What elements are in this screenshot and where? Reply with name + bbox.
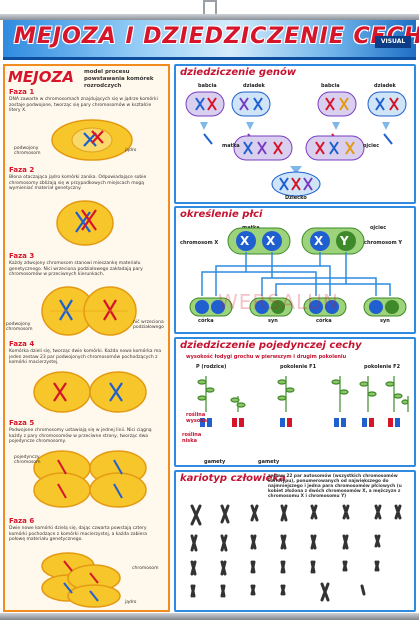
- phase-1-title: Faza 1: [9, 88, 35, 96]
- gametes-label-2: gamety: [258, 459, 280, 465]
- daughter-2-label: córka: [316, 318, 332, 324]
- watermark: WERSALUN: [218, 290, 339, 314]
- brand-logo: VISUAL: [375, 36, 411, 48]
- phase-2-title: Faza 2: [9, 166, 35, 174]
- phase-2-text: Błona otaczająca jądro komórki zanika. O…: [9, 175, 147, 192]
- chromosome-y-label: chromosom Y: [364, 240, 403, 246]
- phase-2-cell-illustration: [56, 200, 114, 246]
- generation-f2-label: pokolenie F2: [364, 364, 401, 370]
- generation-f1-label: pokolenie F1: [280, 364, 317, 370]
- bottom-rail: [0, 613, 419, 620]
- phase-4-title: Faza 4: [9, 340, 35, 348]
- phase-5-title: Faza 5: [9, 419, 35, 427]
- phase-6-title: Faza 6: [9, 517, 35, 525]
- poster-title: MEJOZA I DZIEDZICZENIE CECH: [14, 24, 419, 49]
- svg-text:X: X: [266, 234, 276, 248]
- phase-3-title: Faza 3: [9, 252, 35, 260]
- header-banner: [3, 20, 416, 60]
- meiosis-heading: MEJOZA: [8, 68, 74, 86]
- label-chromosome: chromosom: [132, 566, 159, 571]
- phase-4-text: Komórka dzieli się, tworząc dwie komórki…: [9, 349, 162, 366]
- svg-text:Y: Y: [339, 234, 349, 248]
- hanger-icon: [203, 0, 217, 16]
- label-nucleus: jądro: [125, 148, 137, 153]
- parents-label: P (rodzice): [196, 364, 227, 370]
- label-nucleus-2: jądro: [125, 600, 137, 605]
- sex-diagram: X X X Y: [189, 227, 407, 317]
- label-doubled-chromosome: podwojony chromosom: [14, 146, 41, 156]
- grandma-1-label: babcia: [198, 83, 217, 89]
- pea-plants-illustration: [197, 376, 409, 427]
- phase-5-text: Podwojone chromosomy ustawiają się w jed…: [9, 428, 152, 445]
- sex-father-label: ojciec: [370, 225, 387, 231]
- tall-plant-label: roślina wysoka: [186, 412, 207, 424]
- chromosome-x-label: chromosom X: [180, 240, 219, 246]
- karyotype-description: zestaw 22 par autosomów (wszystkich chro…: [268, 474, 402, 499]
- phase-6-text: Dwie nowe komórki dzielą się, dając czwa…: [9, 526, 148, 543]
- sex-title: określenie płci: [180, 209, 263, 220]
- short-plant-label: roślina niska: [182, 432, 202, 444]
- svg-text:X: X: [240, 234, 250, 248]
- single-trait-subtitle: wysokość łodygi grochu w pierwszym i dru…: [186, 354, 347, 360]
- phase-1-text: DNA zawarte w chromosomach znajdujących …: [9, 97, 158, 114]
- phase-5-cell-illustration: [33, 450, 147, 508]
- phase-6-cell-illustration: [41, 552, 121, 608]
- label-spindle-fiber: nić wrzeciona podziałowego: [133, 320, 164, 330]
- mother-label: matka: [222, 143, 240, 149]
- karyotype-chromosomes: [190, 504, 402, 602]
- grandma-2-label: babcia: [321, 83, 340, 89]
- child-label: Dziecko: [285, 195, 307, 201]
- karyotype-section: [174, 470, 416, 612]
- son-2-label: syn: [380, 318, 390, 324]
- phase-3-text: Każdy zdwojony chromosom stanowi mieszan…: [9, 261, 143, 278]
- grandpa-2-label: dziadek: [374, 83, 396, 89]
- gametes-label-1: gamety: [204, 459, 226, 465]
- genes-title: dziedziczenie genów: [180, 67, 297, 78]
- single-trait-section: [174, 337, 416, 467]
- single-trait-title: dziedziczenie pojedynczej cechy: [180, 340, 362, 351]
- phase-1-cell-illustration: [51, 119, 133, 161]
- label-single-chromosome: pojedynczy chromosom: [14, 455, 41, 465]
- label-doubled-chromosome-2: podwojony chromosom: [6, 322, 33, 332]
- son-1-label: syn: [268, 318, 278, 324]
- genes-diagram: [185, 91, 407, 197]
- daughter-1-label: córka: [198, 318, 214, 324]
- phase-4-cell-illustration: [33, 371, 147, 413]
- phase-3-cell-illustration: [41, 286, 137, 336]
- svg-text:X: X: [314, 234, 324, 248]
- father-label: ojciec: [363, 143, 380, 149]
- meiosis-subheading: model procesu powstawania komórek rozrod…: [84, 69, 154, 89]
- grandpa-1-label: dziadek: [243, 83, 265, 89]
- karyotype-title: kariotyp człowieka: [180, 473, 286, 484]
- top-rail: [0, 14, 419, 20]
